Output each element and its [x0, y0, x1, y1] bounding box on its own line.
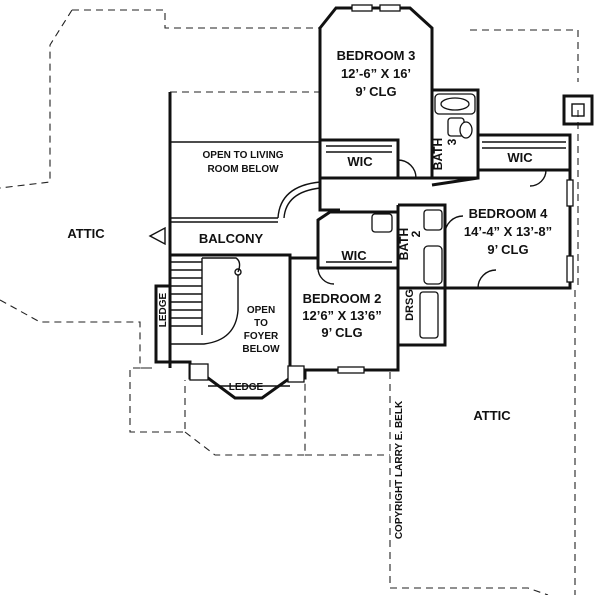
copyright-label: COPYRIGHT LARRY E. BELK — [394, 400, 405, 539]
attic-label-right: ATTIC — [473, 408, 511, 423]
sink-icon — [423, 209, 443, 231]
open-to-living-label: OPEN TO LIVING ROOM BELOW — [203, 150, 284, 175]
door-swing-icon — [148, 226, 166, 246]
window-icon — [189, 363, 209, 381]
open-foyer-line3: FOYER — [244, 331, 279, 342]
door-swing-icon — [444, 215, 464, 235]
toilet-icon — [371, 213, 393, 233]
balcony-walls — [148, 92, 321, 255]
bedroom-4-label: BEDROOM 4 14’-4” X 13’-8” 9’ CLG — [464, 206, 552, 257]
wic-label: WIC — [507, 150, 533, 165]
bedroom-3-ceiling: 9’ CLG — [355, 84, 396, 99]
bedroom-2-label: BEDROOM 2 12’6” X 13’6” 9’ CLG — [302, 291, 382, 340]
bedroom-4-name: BEDROOM 4 — [469, 206, 549, 221]
bedroom-3-name: BEDROOM 3 — [337, 48, 416, 63]
bedroom-2-ceiling: 9’ CLG — [321, 325, 362, 340]
bedroom-4-walls — [431, 133, 574, 290]
open-foyer-line1: OPEN — [247, 305, 275, 316]
ledge-label-side: LEDGE — [158, 292, 169, 327]
bedroom-4-size: 14’-4” X 13’-8” — [464, 224, 552, 239]
window-icon — [337, 366, 365, 374]
bath-3-word: BATH — [431, 138, 445, 170]
door-swing-icon — [529, 169, 547, 187]
bedroom-2-name: BEDROOM 2 — [303, 291, 382, 306]
dressing-label: DRSG — [404, 289, 416, 321]
toilet-icon — [459, 121, 473, 139]
chimney — [562, 94, 594, 126]
attic-outline — [0, 9, 579, 595]
bath-3-label: BATH 3 — [431, 138, 459, 170]
open-to-foyer-label: OPEN TO FOYER BELOW — [242, 305, 280, 355]
bedroom-2-walls — [288, 178, 447, 374]
attic-label-left: ATTIC — [67, 226, 105, 241]
bath-2-number: 2 — [409, 230, 423, 237]
bedroom-4-ceiling: 9’ CLG — [487, 242, 528, 257]
bath-2-word: BATH — [397, 228, 411, 260]
bathtub-icon — [423, 245, 443, 285]
bedroom-2-size: 12’6” X 13’6” — [302, 308, 382, 323]
window-icon — [351, 4, 373, 12]
wic-label: WIC — [341, 248, 367, 263]
door-swing-icon — [317, 267, 335, 285]
window-icon — [566, 179, 574, 207]
stair-icon — [170, 257, 242, 345]
bath-3-number: 3 — [445, 138, 459, 145]
bath-2-label: BATH 2 — [397, 228, 423, 260]
window-icon — [566, 255, 574, 283]
wic-label: WIC — [347, 154, 373, 169]
window-icon — [379, 4, 401, 12]
door-swing-icon — [477, 269, 497, 289]
balcony-label: BALCONY — [199, 231, 264, 246]
stair-foyer-walls — [154, 253, 307, 400]
open-living-line1: OPEN TO LIVING — [203, 150, 284, 161]
bedroom-3-label: BEDROOM 3 12’-6” X 16’ 9’ CLG — [337, 48, 416, 99]
ledge-label-bottom: LEDGE — [229, 382, 264, 393]
open-foyer-line4: BELOW — [242, 344, 280, 355]
vanity-icon — [419, 291, 439, 339]
window-icon — [287, 365, 305, 383]
open-living-line2: ROOM BELOW — [207, 164, 279, 175]
door-swing-icon — [397, 159, 417, 179]
open-foyer-line2: TO — [254, 318, 268, 329]
bedroom-3-size: 12’-6” X 16’ — [341, 66, 411, 81]
